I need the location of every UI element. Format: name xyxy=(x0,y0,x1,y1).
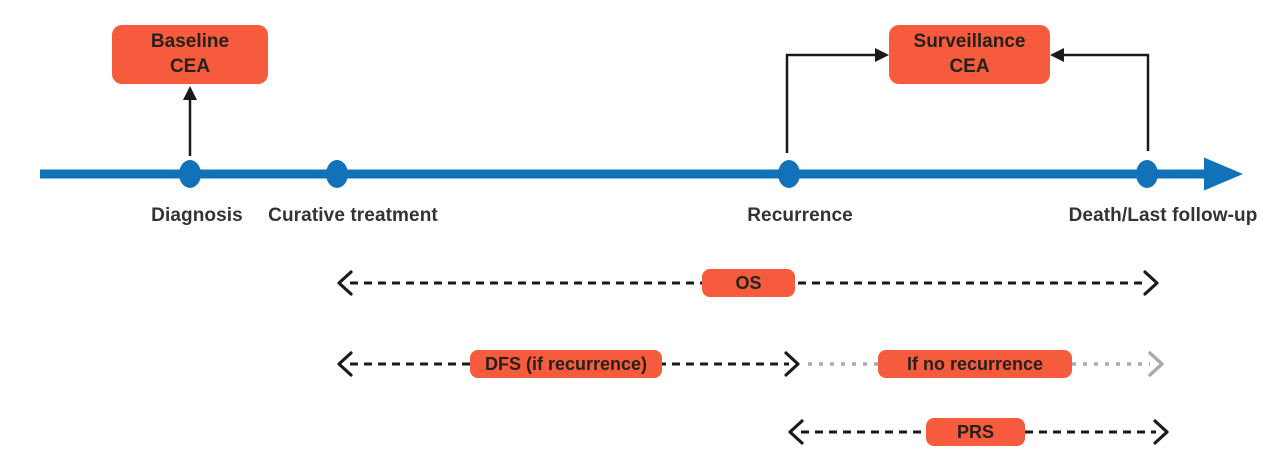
prs-label-box: PRS xyxy=(926,418,1025,446)
if-no-recurrence-label-box: If no recurrence xyxy=(878,350,1072,378)
dfs-left-chevron-icon xyxy=(337,351,353,377)
death-to-surveillance-arrow xyxy=(1064,53,1150,151)
recurrence-to-surveillance-arrow xyxy=(785,53,875,153)
surveillance-cea-line1: Surveillance xyxy=(913,30,1026,52)
event-dot-death xyxy=(1136,160,1158,188)
dfs-label-box: DFS (if recurrence) xyxy=(470,350,662,378)
baseline-cea-line1: Baseline xyxy=(150,30,230,52)
dfs-right-chevron-icon xyxy=(784,351,800,377)
prs-right-chevron-icon xyxy=(1153,419,1169,445)
baseline-cea-arrowhead-icon xyxy=(183,86,197,100)
baseline-cea-line2: CEA xyxy=(169,55,211,77)
event-dot-diagnosis xyxy=(179,160,201,188)
event-label-diagnosis: Diagnosis xyxy=(151,205,243,226)
recurrence-arrowhead-icon xyxy=(875,48,889,62)
event-label-death: Death/Last follow-up xyxy=(1068,205,1258,226)
event-label-recurrence: Recurrence xyxy=(747,205,853,226)
timeline-arrowhead-icon xyxy=(1204,157,1243,191)
os-label-box: OS xyxy=(702,269,795,297)
prs-left-chevron-icon xyxy=(788,419,804,445)
event-dot-curative-treatment xyxy=(326,160,348,188)
baseline-cea-box: Baseline CEA xyxy=(112,25,268,84)
surveillance-cea-line2: CEA xyxy=(949,55,990,77)
event-dot-recurrence xyxy=(778,160,800,188)
os-left-chevron-icon xyxy=(337,270,353,296)
timeline-line xyxy=(40,169,1208,179)
surveillance-cea-box: Surveillance CEA xyxy=(889,25,1050,84)
event-label-curative-treatment: Curative treatment xyxy=(268,205,438,226)
death-arrowhead-icon xyxy=(1050,48,1064,62)
os-right-chevron-icon xyxy=(1143,270,1159,296)
no-recurrence-chevron-icon xyxy=(1148,351,1164,377)
